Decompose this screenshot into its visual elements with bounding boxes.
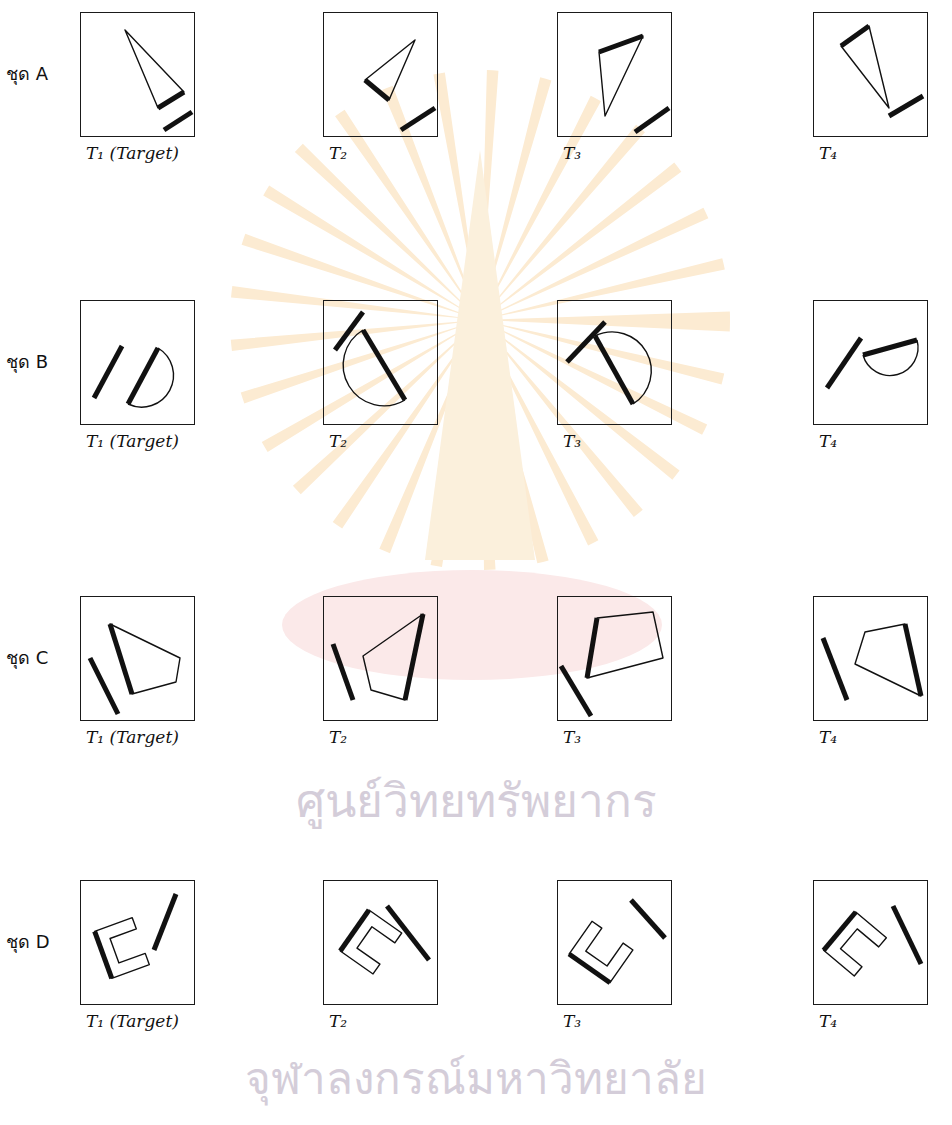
stimulus-card: T₂: [323, 12, 442, 163]
card-caption: T₁ (Target): [80, 1011, 199, 1031]
set-label: ชุด B: [6, 350, 48, 373]
bracket-figure: [95, 894, 176, 978]
card-caption: T₄: [813, 143, 932, 163]
watermark-text: จุฬาลงกรณ์มหาวิทยาลัย: [245, 1050, 707, 1107]
card-frame: [557, 12, 672, 137]
card-caption: T₃: [557, 431, 676, 451]
card-frame: [323, 300, 438, 425]
stimulus-card: T₁ (Target): [80, 880, 199, 1031]
set-label: ชุด C: [6, 646, 48, 669]
card-caption: T₃: [557, 143, 676, 163]
card-frame: [557, 300, 672, 425]
triangle-figure: [841, 26, 923, 116]
bracket-figure: [569, 900, 665, 983]
stimulus-card: T₁ (Target): [80, 12, 199, 163]
card-frame: [323, 596, 438, 721]
card-caption: T₃: [557, 1011, 676, 1031]
card-frame: [80, 880, 195, 1005]
card-frame: [80, 300, 195, 425]
card-caption: T₄: [813, 1011, 932, 1031]
bracket-figure: [340, 906, 429, 974]
card-frame: [813, 596, 928, 721]
stimulus-card: T₃: [557, 12, 676, 163]
stimulus-card: T₄: [813, 596, 932, 747]
triangle-figure: [365, 40, 435, 130]
card-frame: [557, 880, 672, 1005]
quadrilateral-figure: [823, 624, 921, 700]
watermark-text: ศูนย์วิทยทรัพยากร: [296, 772, 657, 832]
card-frame: [323, 880, 438, 1005]
card-caption: T₂: [323, 1011, 442, 1031]
card-frame: [557, 596, 672, 721]
stimulus-card: T₃: [557, 596, 676, 747]
bracket-figure: [824, 906, 921, 976]
card-frame: [80, 12, 195, 137]
card-frame: [813, 300, 928, 425]
triangle-figure: [599, 36, 669, 132]
stimulus-card: T₁ (Target): [80, 596, 199, 747]
card-caption: T₁ (Target): [80, 727, 199, 747]
emblem-spire: [425, 150, 535, 560]
card-caption: T₁ (Target): [80, 143, 199, 163]
card-frame: [813, 12, 928, 137]
set-label: ชุด A: [6, 62, 48, 85]
stimulus-card: T₄: [813, 300, 932, 451]
set-label: ชุด D: [6, 930, 50, 953]
quadrilateral-figure: [333, 614, 423, 700]
half-disc-figure: [827, 338, 918, 388]
triangle-figure: [125, 30, 192, 130]
card-caption: T₂: [323, 727, 442, 747]
quadrilateral-figure: [90, 624, 180, 714]
card-frame: [323, 12, 438, 137]
stimulus-card: T₂: [323, 300, 442, 451]
half-disc-figure: [94, 346, 173, 407]
card-frame: [80, 596, 195, 721]
card-caption: T₃: [557, 727, 676, 747]
half-disc-figure: [567, 322, 651, 404]
stimulus-card: T₃: [557, 880, 676, 1031]
half-disc-figure: [335, 312, 405, 406]
stimulus-card: T₃: [557, 300, 676, 451]
quadrilateral-figure: [561, 612, 663, 716]
card-caption: T₄: [813, 431, 932, 451]
card-frame: [813, 880, 928, 1005]
stimulus-card: T₄: [813, 880, 932, 1031]
card-caption: T₂: [323, 431, 442, 451]
card-caption: T₂: [323, 143, 442, 163]
card-caption: T₁ (Target): [80, 431, 199, 451]
stimulus-card: T₄: [813, 12, 932, 163]
stimulus-card: T₂: [323, 596, 442, 747]
stimulus-card: T₁ (Target): [80, 300, 199, 451]
card-caption: T₄: [813, 727, 932, 747]
stimulus-card: T₂: [323, 880, 442, 1031]
